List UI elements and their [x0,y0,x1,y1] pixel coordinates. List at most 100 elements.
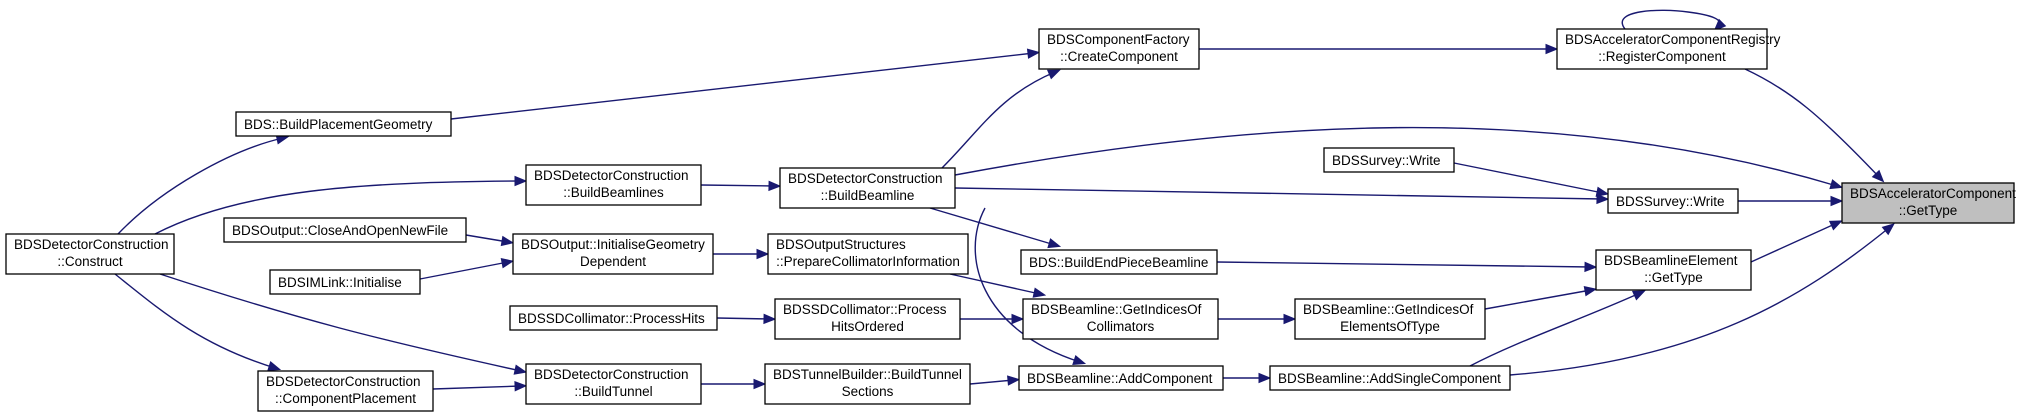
e-tbbuild-addcomp [969,375,1021,386]
node-dcconstruct[interactable]: BDSDetectorConstruction::Construct [5,233,175,275]
edge-arrowhead [500,235,515,247]
e-buildtunnel-tbbuild [701,378,767,390]
edge-arrowhead [753,378,767,390]
edge-line [432,385,522,390]
e-sdord-idxcoll [960,313,1025,325]
node-acrregister[interactable]: BDSAcceleratorComponentRegistry::Registe… [1556,28,1781,70]
node-label-line: HitsOrdered [831,319,904,334]
node-sdcollhits[interactable]: BDSSDCollimator::ProcessHits [509,305,718,331]
node-box [509,305,718,331]
node-label-line: ::PrepareCollimatorInformation [776,254,960,269]
e-addsingle-bele [1469,290,1646,367]
edge-arrowhead [756,248,770,260]
node-dccompplacement[interactable]: BDSDetectorConstruction::ComponentPlacem… [257,370,434,412]
node-box [779,167,956,209]
node-outputclose[interactable]: BDSOutput::CloseAndOpenNewFile [223,217,467,243]
e-sdhits-sdord [716,313,777,325]
node-label-line: ::GetType [1644,270,1703,285]
node-begettype[interactable]: BDSBeamlineElement::GetType [1595,249,1752,291]
edge-arrowhead [500,258,515,269]
edge-arrowhead [1283,313,1297,325]
node-buildplacement[interactable]: BDS::BuildPlacementGeometry [235,111,452,137]
edge-arrowhead [1583,285,1598,297]
node-box [1022,298,1219,340]
edge-arrowhead [1046,69,1061,80]
node-label-line: ElementsOfType [1340,319,1440,334]
node-osprepare[interactable]: BDSOutputStructures::PrepareCollimatorIn… [767,233,969,275]
node-label-line: Sections [842,384,894,399]
e-initgeom-prepare [713,248,770,260]
node-label-line: BDSSurvey::Write [1332,153,1441,168]
e-addcomp-addsingle [1223,372,1272,384]
edge-arrowhead [1007,375,1021,386]
e-buildbeamline-addcomp [974,207,1087,366]
edge-arrowhead [513,364,528,375]
node-bladdcomp[interactable]: BDSBeamline::AddComponent [1018,365,1224,391]
edge-line [1216,261,1592,268]
node-label-line: BDSSurvey::Write [1616,194,1725,209]
edge-arrowhead [1713,18,1727,32]
node-label-line: ::Construct [57,254,123,269]
node-label-line: ::RegisterComponent [1598,49,1726,64]
edge-line [450,52,1035,120]
node-box [512,233,714,275]
edge-arrowhead [1026,48,1041,59]
e-construct-buildtunnel [159,273,528,375]
edge-line [419,261,509,280]
e-register-gettype [1744,68,1885,183]
edge-arrowhead [1072,355,1087,366]
node-dcbuildbeamline[interactable]: BDSDetectorConstruction::BuildBeamline [779,167,956,209]
edge-arrowhead [1011,313,1025,325]
e-comppl-buildtunnel [432,380,528,392]
node-box [774,298,961,340]
node-label-line: BDSBeamline::GetIndicesOf [1303,302,1474,317]
edge-arrowhead [1631,290,1646,301]
node-box [525,164,702,206]
node-label-line: BDSOutput::CloseAndOpenNewFile [232,223,448,238]
node-dcbuildtunnel[interactable]: BDSDetectorConstruction::BuildTunnel [525,363,702,405]
e-placement-factory [450,48,1041,120]
node-label-line: BDSIMLink::Initialise [278,275,402,290]
edge-arrowhead [1829,179,1844,190]
node-imlinkinit[interactable]: BDSIMLink::Initialise [269,269,421,295]
node-bladdsingle[interactable]: BDSBeamline::AddSingleComponent [1269,365,1511,391]
node-surveywrite2[interactable]: BDSSurvey::Write [1607,188,1739,214]
node-label-line: BDSSDCollimator::ProcessHits [518,311,705,326]
node-acgettype[interactable]: BDSAcceleratorComponent::GetType [1841,182,2016,224]
node-buildendpiece[interactable]: BDS::BuildEndPieceBeamline [1020,249,1218,275]
edge-line [114,273,276,369]
edge-line [954,187,1604,200]
edge-arrowhead [1828,220,1843,231]
e-buildbeamline-gettype-mid [954,187,1610,205]
edge-line [716,317,771,320]
edge-line [1509,226,1891,376]
node-label-line: ::ComponentPlacement [275,391,416,406]
node-label-line: BDSDetectorConstruction [14,237,169,252]
graph-edges [114,9,1895,392]
node-label-line: BDS::BuildPlacementGeometry [244,117,433,132]
e-register-self [1621,9,1727,32]
edge-line [1744,68,1881,179]
node-label-line: BDSBeamline::AddComponent [1027,371,1213,386]
edge-line [974,207,1081,363]
edge-arrowhead [1545,43,1559,55]
edge-arrowhead [1047,238,1062,249]
node-box [764,363,971,405]
node-cfcreate[interactable]: BDSComponentFactory::CreateComponent [1038,28,1200,70]
node-label-line: BDSDetectorConstruction [788,171,943,186]
node-dcbuildbeamlines[interactable]: BDSDetectorConstruction::BuildBeamlines [525,164,702,206]
node-box [1556,28,1768,70]
node-box [767,233,969,275]
graph-nodes: BDSAcceleratorComponent::GetType BDSAccel… [5,28,2016,412]
node-label-line: BDSComponentFactory [1047,32,1190,47]
node-box [235,111,452,137]
edge-line [1750,222,1838,263]
e-survey1-survey2 [1453,162,1610,197]
node-surveywrite1[interactable]: BDSSurvey::Write [1323,147,1455,173]
